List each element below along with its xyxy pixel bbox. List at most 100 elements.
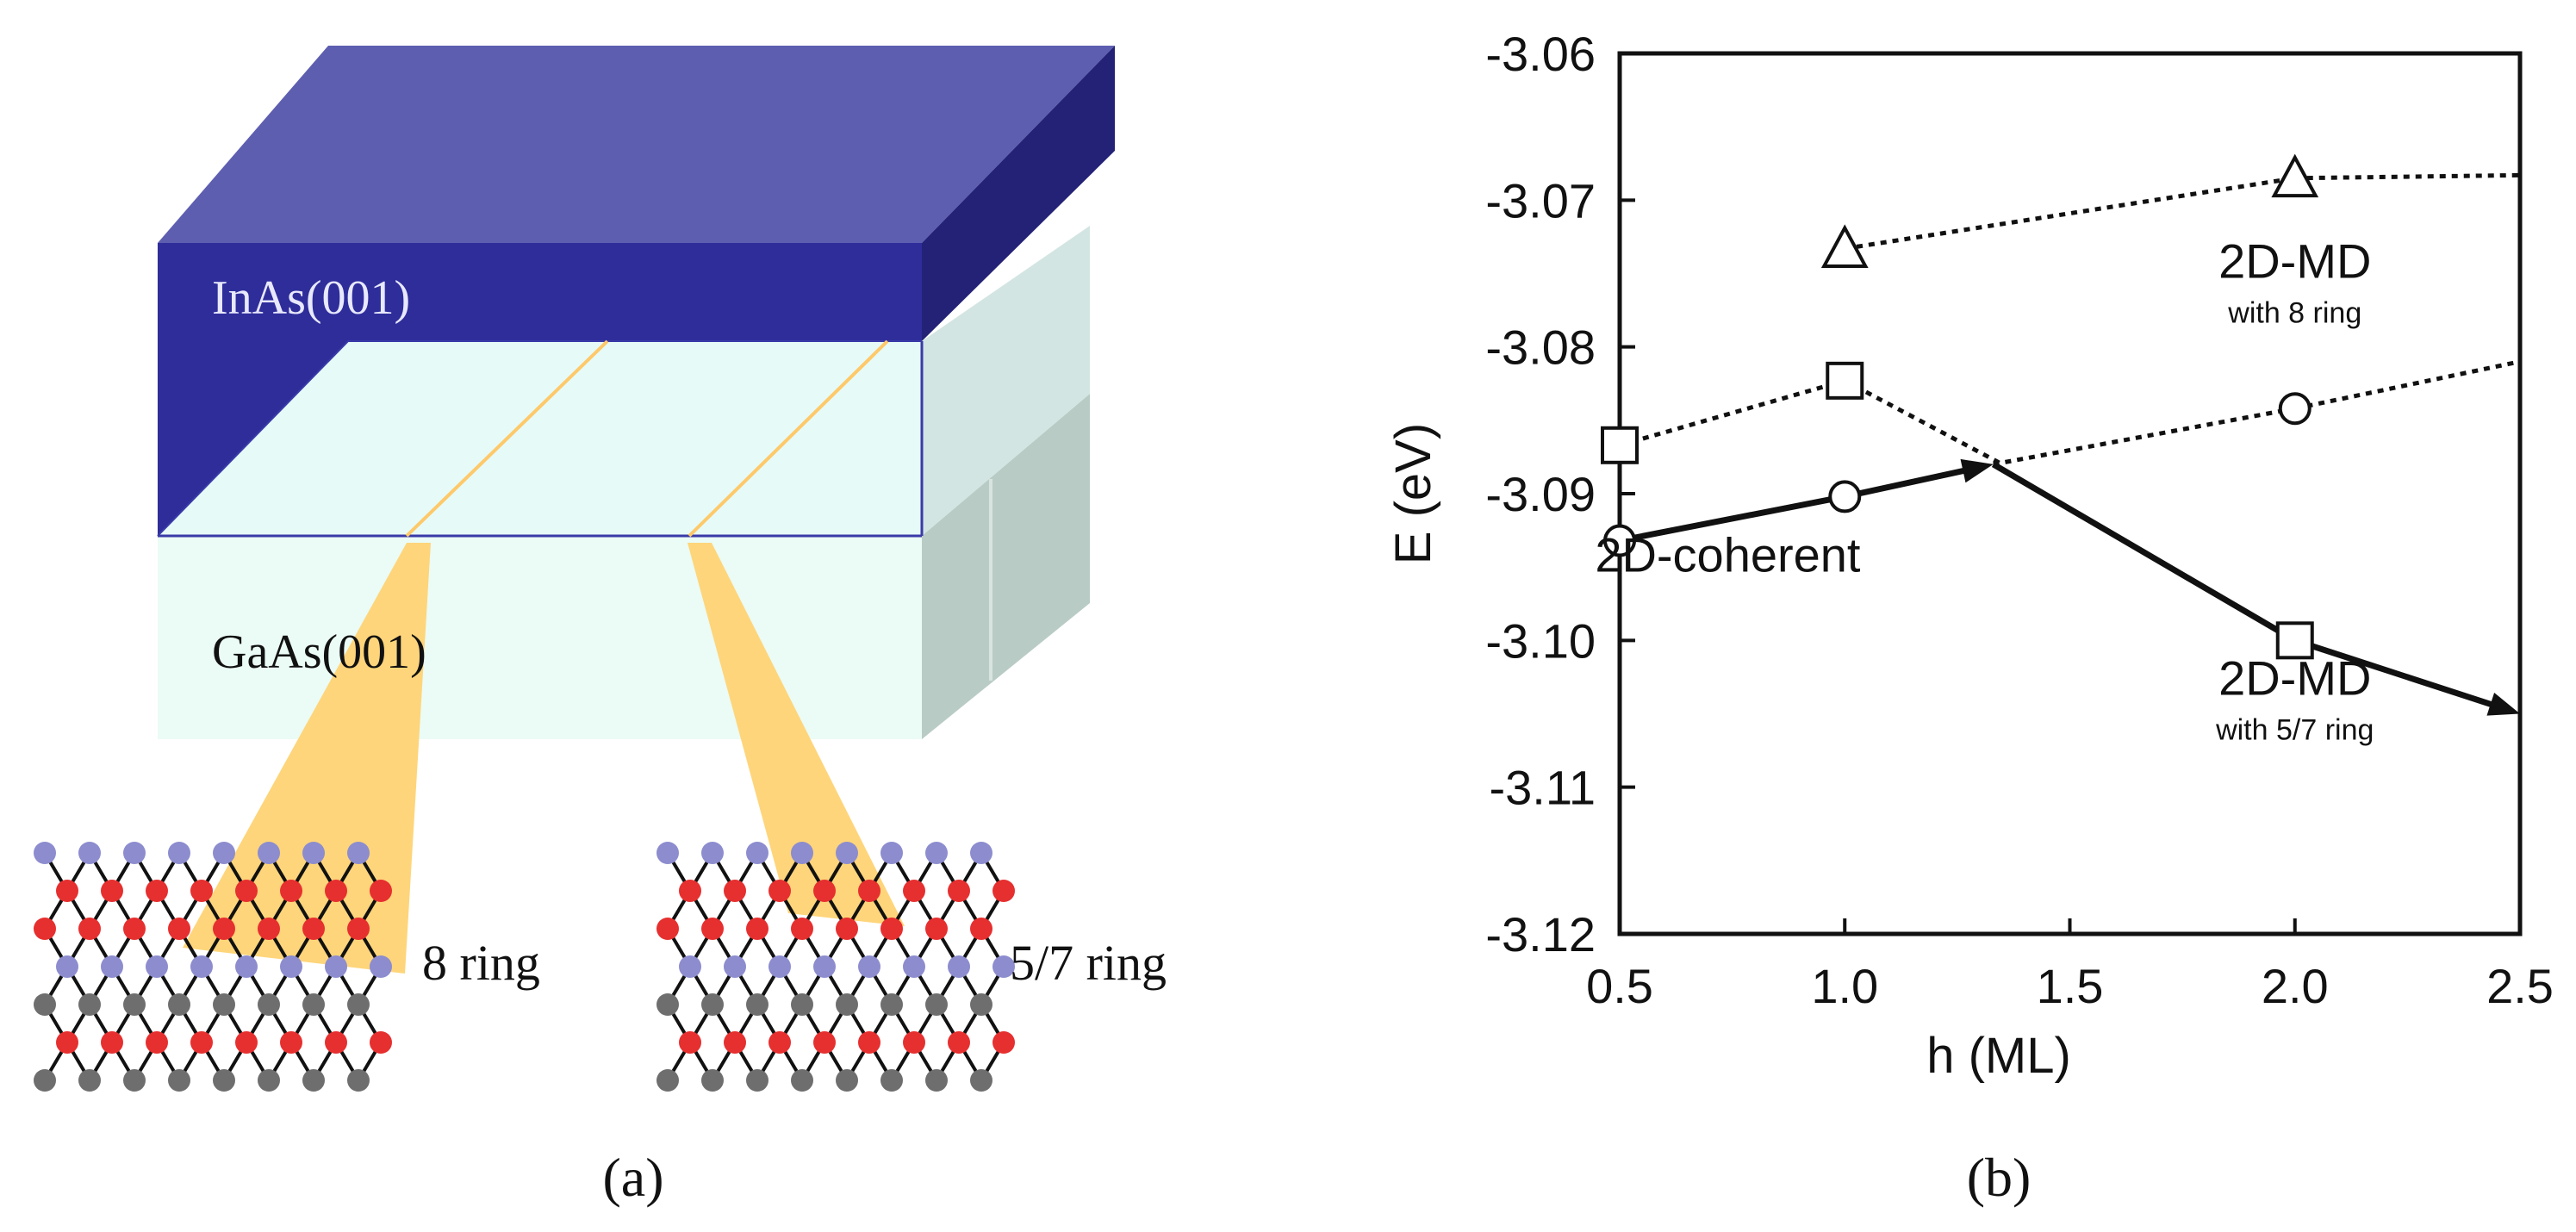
- inas-block-top: [158, 46, 1115, 243]
- lattice-atom: [768, 1031, 791, 1054]
- lattice-atom: [701, 993, 724, 1016]
- lattice-atom: [836, 842, 858, 864]
- lattice-atom: [880, 918, 903, 940]
- caption-a: (a): [602, 1147, 663, 1208]
- lattice-atom: [370, 880, 392, 902]
- lattice-atom: [302, 1069, 325, 1092]
- lattice-atom: [925, 1069, 948, 1092]
- chart-annotations: 2D-MD with 8 ring 2D-coherent 2D-MD with 5/7…: [1595, 234, 2374, 747]
- lattice-atom: [701, 1069, 724, 1092]
- lattice-atom: [123, 918, 146, 940]
- lattice-atom: [78, 842, 101, 864]
- annotation-label: 2D-MD: [2218, 650, 2371, 705]
- dislocation-line-2: [688, 339, 889, 538]
- lattice-atom: [970, 1069, 992, 1092]
- lattice-atom: [948, 1031, 970, 1054]
- lattice-atom: [992, 880, 1015, 902]
- lattice-atom: [791, 918, 813, 940]
- arrow-head: [2486, 693, 2520, 716]
- caption-b: (b): [1967, 1147, 2032, 1208]
- lattice-atom: [791, 1069, 813, 1092]
- lattice-atom: [168, 842, 190, 864]
- ring-label-8: 8 ring: [422, 935, 540, 991]
- lattice-atom: [768, 955, 791, 978]
- lattice-atom: [370, 955, 392, 978]
- dotted-series-line: [1619, 378, 1845, 448]
- lattice-atom: [235, 1031, 258, 1054]
- annotation-sublabel: with 8 ring: [2227, 297, 2361, 330]
- x-tick-label: 2.5: [2486, 959, 2554, 1013]
- interface-diagonal-edge: [157, 340, 349, 537]
- lattice-atom: [925, 918, 948, 940]
- x-tick-label: 1.0: [1811, 959, 1878, 1013]
- lattice-atom: [970, 918, 992, 940]
- lattice-57-ring: [656, 842, 1015, 1092]
- lattice-atom: [679, 955, 701, 978]
- lattice-atom: [347, 1069, 370, 1092]
- lattice-atom: [768, 880, 791, 902]
- lattice-atom: [679, 1031, 701, 1054]
- lattice-atom: [325, 1031, 347, 1054]
- annotation-label: 2D-MD: [2218, 234, 2371, 289]
- lattice-atom: [724, 880, 746, 902]
- lattice-atom: [903, 955, 925, 978]
- y-tick-label: -3.08: [1485, 320, 1596, 375]
- lattice-atom: [746, 918, 768, 940]
- lattice-atom: [123, 842, 146, 864]
- lattice-atom: [123, 1069, 146, 1092]
- y-axis-ticks: -3.06-3.07-3.08-3.09-3.10-3.11-3.12: [1485, 27, 1635, 961]
- gaas-block-side: [922, 394, 1090, 739]
- lattice-atom: [34, 918, 56, 940]
- gaas-label: GaAs(001): [212, 625, 426, 679]
- lattice-atom: [746, 1069, 768, 1092]
- square-marker: [1826, 361, 1864, 400]
- lattice-atom: [213, 918, 235, 940]
- ring-label-57: 5/7 ring: [1010, 935, 1167, 991]
- inas-label: InAs(001): [212, 271, 410, 325]
- circle-marker: [1603, 524, 1636, 557]
- highlight-cone-8-ring: [183, 543, 431, 974]
- lattice-atom: [56, 1031, 78, 1054]
- lattice-atom: [656, 842, 679, 864]
- lattice-atom: [258, 842, 280, 864]
- lattice-atom: [948, 955, 970, 978]
- lattice-atom: [258, 918, 280, 940]
- annotation-label: 2D-coherent: [1595, 527, 1861, 582]
- lattice-atom: [78, 1069, 101, 1092]
- lattice-8-ring: [34, 842, 392, 1092]
- panel-a-schematic: InAs(001) GaAs(001) 8 ring 5/7 ring (a): [34, 46, 1167, 1208]
- lattice-atom: [302, 993, 325, 1016]
- lattice-atom: [370, 1031, 392, 1054]
- lattice-atom: [679, 880, 701, 902]
- dislocation-line-1: [405, 339, 609, 538]
- arrow-head: [1960, 458, 1994, 483]
- lattice-atom: [213, 842, 235, 864]
- lattice-atom: [56, 880, 78, 902]
- y-tick-label: -3.12: [1485, 907, 1596, 961]
- lattice-atom: [791, 842, 813, 864]
- plot-area-frame: [1617, 51, 2523, 936]
- lattice-atom: [123, 993, 146, 1016]
- x-tick-label: 2.0: [2262, 959, 2329, 1013]
- lattice-atom: [970, 993, 992, 1016]
- lattice-atom: [858, 880, 880, 902]
- circle-marker: [1828, 480, 1862, 513]
- lattice-atom: [213, 993, 235, 1016]
- lattice-atom: [168, 918, 190, 940]
- highlight-cone-57-ring: [688, 543, 905, 926]
- circle-marker: [2278, 392, 2312, 426]
- x-axis-label: h (ML): [1926, 1028, 2071, 1084]
- lattice-atom: [302, 918, 325, 940]
- lattice-atom: [880, 1069, 903, 1092]
- gaas-block-front: [158, 536, 922, 739]
- dotted-series-line: [2294, 172, 2521, 181]
- lattice-atom: [34, 993, 56, 1016]
- lattice-atom: [101, 1031, 123, 1054]
- annotation-sublabel: with 5/7 ring: [2215, 713, 2374, 746]
- square-marker: [1601, 426, 1639, 464]
- lattice-atom: [724, 1031, 746, 1054]
- y-tick-label: -3.06: [1485, 27, 1596, 81]
- lattice-atom: [78, 918, 101, 940]
- x-tick-label: 0.5: [1586, 959, 1653, 1013]
- lattice-atom: [836, 1069, 858, 1092]
